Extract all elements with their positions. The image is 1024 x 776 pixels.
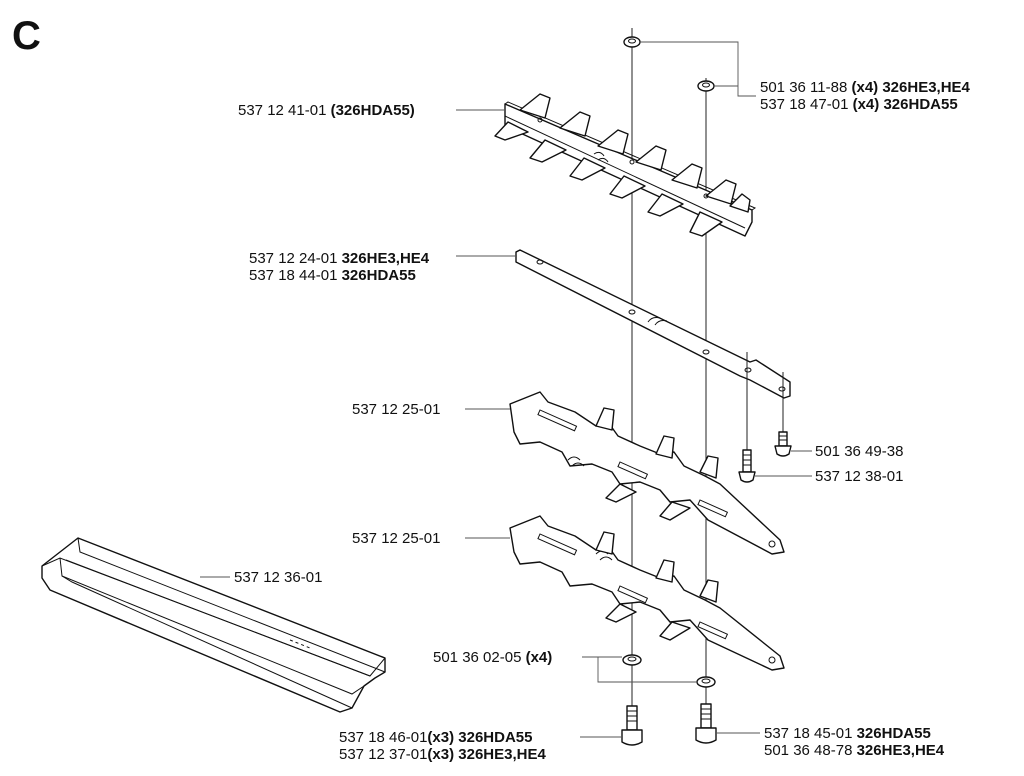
leader-l1: [640, 41, 756, 97]
hedge-guard: [494, 93, 757, 237]
label-bolt-left: 537 18 46-01(x3) 326HDA55: [339, 729, 533, 746]
label-blade-upper: 537 12 25-01: [352, 401, 441, 418]
label-blade-cover: 537 12 36-01: [234, 569, 323, 586]
nut-top-right: [697, 80, 715, 92]
leader-l9b: [597, 657, 697, 683]
screw-long: [738, 449, 756, 483]
blade-cover: [41, 537, 386, 713]
bolt-right: [695, 703, 717, 744]
cutting-blade-upper: [509, 391, 785, 555]
label-blade-lower: 537 12 25-01: [352, 530, 441, 547]
flat-bar: [515, 249, 791, 399]
washer-left: [622, 654, 642, 666]
cutting-blade-lower: [509, 515, 785, 671]
washer-right: [696, 676, 716, 688]
label-nut: 501 36 11-88 (x4) 326HE3,HE4: [760, 79, 970, 96]
label-bolt-left-alt: 537 12 37-01(x3) 326HE3,HE4: [339, 746, 546, 763]
nut-top-left: [623, 36, 641, 48]
label-screw-long: 537 12 38-01: [815, 468, 904, 485]
bolt-left: [621, 705, 643, 746]
screw-short: [774, 431, 792, 457]
label-nut-alt: 537 18 47-01 (x4) 326HDA55: [760, 96, 958, 113]
label-bolt-right-alt: 501 36 48-78 326HE3,HE4: [764, 742, 945, 759]
section-letter: C: [12, 14, 41, 58]
label-flat-bar: 537 12 24-01 326HE3,HE4: [249, 250, 430, 267]
label-bolt-right: 537 18 45-01 326HDA55: [764, 725, 931, 742]
label-hedge-guard: 537 12 41-01 (326HDA55): [238, 102, 415, 119]
label-screw-short: 501 36 49-38: [815, 443, 904, 460]
label-washer: 501 36 02-05 (x4): [433, 649, 553, 666]
label-flat-bar-alt: 537 18 44-01 326HDA55: [249, 267, 416, 284]
